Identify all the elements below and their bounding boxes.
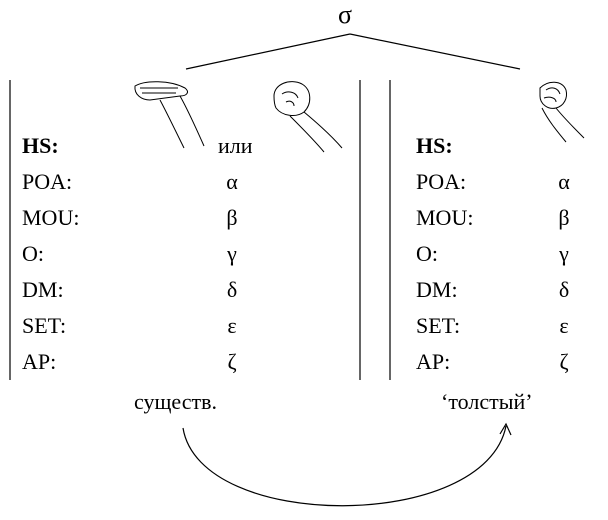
right-feature-poa: POA:: [416, 169, 467, 194]
right-value-poa: α: [558, 169, 570, 194]
right-gloss: ‘толстый’: [441, 389, 533, 414]
left-value-o: γ: [227, 241, 237, 266]
left-feature-mou: MOU:: [22, 205, 80, 230]
right-value-set: ε: [559, 313, 569, 338]
branch-right: [349, 33, 521, 70]
curved-arrow: [182, 425, 507, 507]
root-sigma-label: σ: [338, 0, 353, 29]
left-value-ap: ζ: [227, 349, 237, 374]
right-value-ap: ζ: [559, 349, 569, 374]
left-value-dm: δ: [226, 277, 238, 302]
left-feature-ap: AP:: [22, 349, 57, 374]
left-feature-set: SET:: [22, 313, 67, 338]
right-feature-o: O:: [416, 241, 438, 266]
right-value-dm: δ: [558, 277, 570, 302]
right-feature-set: SET:: [416, 313, 461, 338]
fist-hand-icon: [273, 81, 343, 153]
left-connector-word: или: [218, 133, 253, 158]
left-value-set: ε: [227, 313, 237, 338]
right-value-mou: β: [558, 205, 570, 230]
branch-left: [185, 33, 351, 70]
right-feature-mou: MOU:: [416, 205, 474, 230]
left-hs-label: HS:: [22, 133, 59, 158]
right-feature-ap: AP:: [416, 349, 451, 374]
left-gloss: существ.: [134, 389, 217, 414]
left-feature-dm: DM:: [22, 277, 64, 302]
left-feature-o: O:: [22, 241, 44, 266]
left-value-poa: α: [226, 169, 238, 194]
right-hs-label: HS:: [416, 133, 453, 158]
flat-hand-icon: [134, 81, 205, 149]
right-feature-dm: DM:: [416, 277, 458, 302]
right-value-o: γ: [559, 241, 569, 266]
left-value-mou: β: [226, 205, 238, 230]
arrowhead: [499, 422, 512, 436]
left-feature-poa: POA:: [22, 169, 73, 194]
bent-hand-icon: [539, 81, 585, 143]
